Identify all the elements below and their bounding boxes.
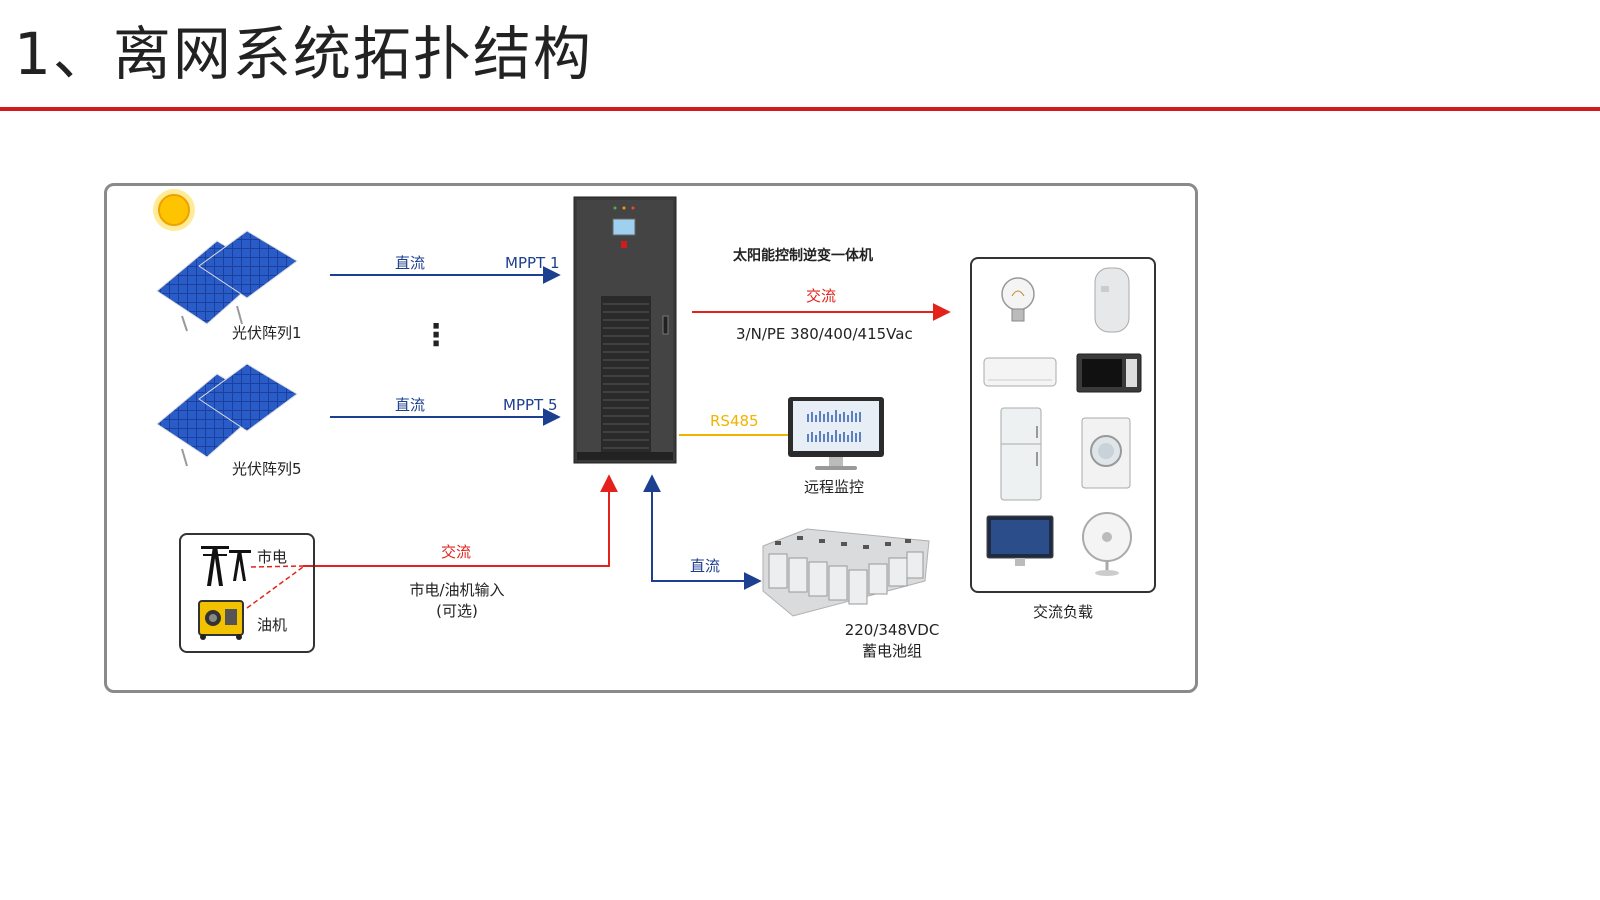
generator-icon (198, 600, 244, 640)
sun-icon (153, 189, 195, 231)
computer-monitor-icon (788, 397, 884, 470)
pv-array-1-label: 光伏阵列1 (232, 324, 302, 342)
battery-bank-icon (762, 528, 930, 617)
mppt-5-label: MPPT 5 (503, 396, 558, 414)
diagram-graphics (153, 189, 1142, 640)
inverter-cabinet-icon (573, 196, 677, 464)
ac-input-source-label: 市电/油机输入 (409, 581, 505, 599)
ac-input-label: 交流 (441, 543, 472, 561)
pv-array-1-icon (156, 230, 298, 332)
grid-dashed-line (250, 565, 304, 568)
pv-array-5-label: 光伏阵列5 (232, 460, 302, 478)
genset-dashed-line (246, 566, 304, 609)
slide-title: 1、离网系统拓扑结构 (14, 20, 593, 88)
ac-input-optional-label: (可选) (436, 602, 478, 620)
battery-dc-label: 直流 (690, 557, 721, 575)
air-conditioner-icon (983, 357, 1057, 387)
mppt-1-label: MPPT 1 (505, 254, 560, 272)
inverter-title: 太阳能控制逆变一体机 (733, 248, 873, 264)
ac-loads-box (970, 257, 1156, 593)
array-ellipsis: ⋮ (421, 318, 451, 353)
battery-name-label: 蓄电池组 (861, 642, 922, 660)
pv-array-5-icon (156, 363, 298, 467)
battery-dc-line (643, 474, 762, 590)
rs485-label: RS485 (710, 412, 759, 430)
battery-voltage-label: 220/348VDC (844, 621, 940, 639)
ac-input-line (303, 474, 618, 567)
ac-output-spec: 3/N/PE 380/400/415Vac (736, 325, 913, 343)
fan-icon (1082, 512, 1132, 576)
ac-output-label: 交流 (806, 287, 837, 305)
dc-label-5: 直流 (395, 396, 426, 414)
grid-label: 市电 (257, 548, 288, 566)
light-bulb-icon (1001, 277, 1035, 322)
remote-monitor-label: 远程监控 (804, 478, 865, 496)
power-tower-icon (201, 546, 251, 586)
title-rule (0, 107, 1600, 111)
grid-genset-box (179, 533, 315, 653)
washing-machine-icon (1081, 417, 1131, 489)
topology-diagram: 光伏阵列1 光伏阵列5 直流 MPPT 1 直流 MPPT 5 ⋮ 太阳能控制逆… (104, 183, 1198, 693)
water-heater-icon (1094, 267, 1130, 333)
ac-loads-label: 交流负载 (1032, 603, 1093, 621)
dc-label-1: 直流 (395, 254, 426, 272)
genset-label: 油机 (257, 616, 288, 634)
microwave-icon (1076, 353, 1142, 393)
refrigerator-icon (1000, 407, 1042, 501)
desktop-monitor-icon (986, 515, 1054, 566)
